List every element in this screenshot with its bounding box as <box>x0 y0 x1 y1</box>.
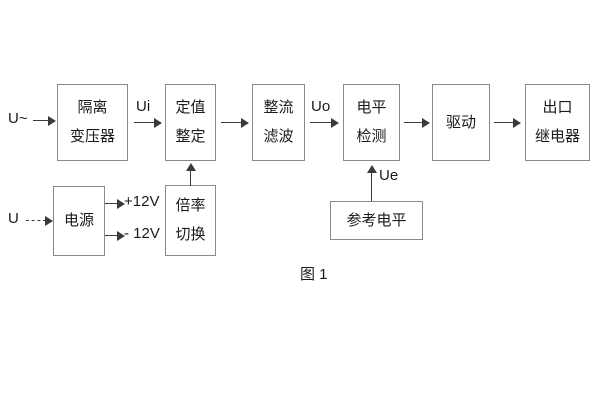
block-isolation-transformer-line1: 隔离 <box>77 99 108 117</box>
ac-input-label: U~ <box>8 110 28 127</box>
arrow-level-detect-to-drive <box>404 118 430 128</box>
arrow-setting-to-rectify <box>221 118 249 128</box>
block-output-relay[interactable]: 出口 继电器 <box>525 84 590 161</box>
block-multiplier-switch[interactable]: 倍率 切换 <box>165 185 216 256</box>
block-isolation-transformer[interactable]: 隔离 变压器 <box>57 84 128 161</box>
block-power-supply-line1: 电源 <box>63 212 94 230</box>
signal-label-ue: Ue <box>379 167 399 184</box>
block-reference-level-line1: 参考电平 <box>346 211 407 229</box>
arrow-drive-to-output-relay <box>494 118 521 128</box>
block-drive[interactable]: 驱动 <box>432 84 490 161</box>
block-output-relay-line1: 出口 <box>542 99 573 117</box>
block-rectify-filter[interactable]: 整流 滤波 <box>252 84 305 161</box>
arrow-reference-to-level-detect <box>367 165 377 201</box>
arrow-rectify-to-level-detect <box>310 118 339 128</box>
arrow-isolation-to-setting <box>134 118 162 128</box>
block-setting-value-line2: 整定 <box>175 128 206 145</box>
rail-label-negative: - 12V <box>124 225 160 242</box>
block-level-detect[interactable]: 电平 检测 <box>343 84 400 161</box>
arrow-multiplier-to-setting <box>186 163 196 186</box>
block-multiplier-switch-line1: 倍率 <box>175 197 206 215</box>
dc-input-label: U <box>8 210 19 227</box>
block-rectify-filter-line2: 滤波 <box>263 128 294 145</box>
block-reference-level[interactable]: 参考电平 <box>330 201 423 240</box>
block-multiplier-switch-line2: 切换 <box>175 226 206 243</box>
block-setting-value-line1: 定值 <box>175 99 206 117</box>
arrow-rail-negative <box>105 231 125 241</box>
signal-label-ui: Ui <box>136 98 151 115</box>
figure-caption: 图 1 <box>300 266 328 283</box>
arrow-rail-positive <box>105 199 125 209</box>
block-isolation-transformer-line2: 变压器 <box>69 128 115 145</box>
block-drive-line1: 驱动 <box>445 113 476 131</box>
block-level-detect-line2: 检测 <box>356 128 387 145</box>
block-power-supply[interactable]: 电源 <box>53 186 105 256</box>
block-rectify-filter-line1: 整流 <box>263 99 294 117</box>
arrow-dc-input-to-power-supply <box>26 216 53 226</box>
block-setting-value[interactable]: 定值 整定 <box>165 84 216 161</box>
block-output-relay-line2: 继电器 <box>534 128 580 145</box>
rail-label-positive: +12V <box>124 193 160 210</box>
arrow-ac-input-to-isolation <box>33 116 56 126</box>
block-level-detect-line1: 电平 <box>356 99 387 117</box>
signal-label-uo: Uo <box>311 98 331 115</box>
